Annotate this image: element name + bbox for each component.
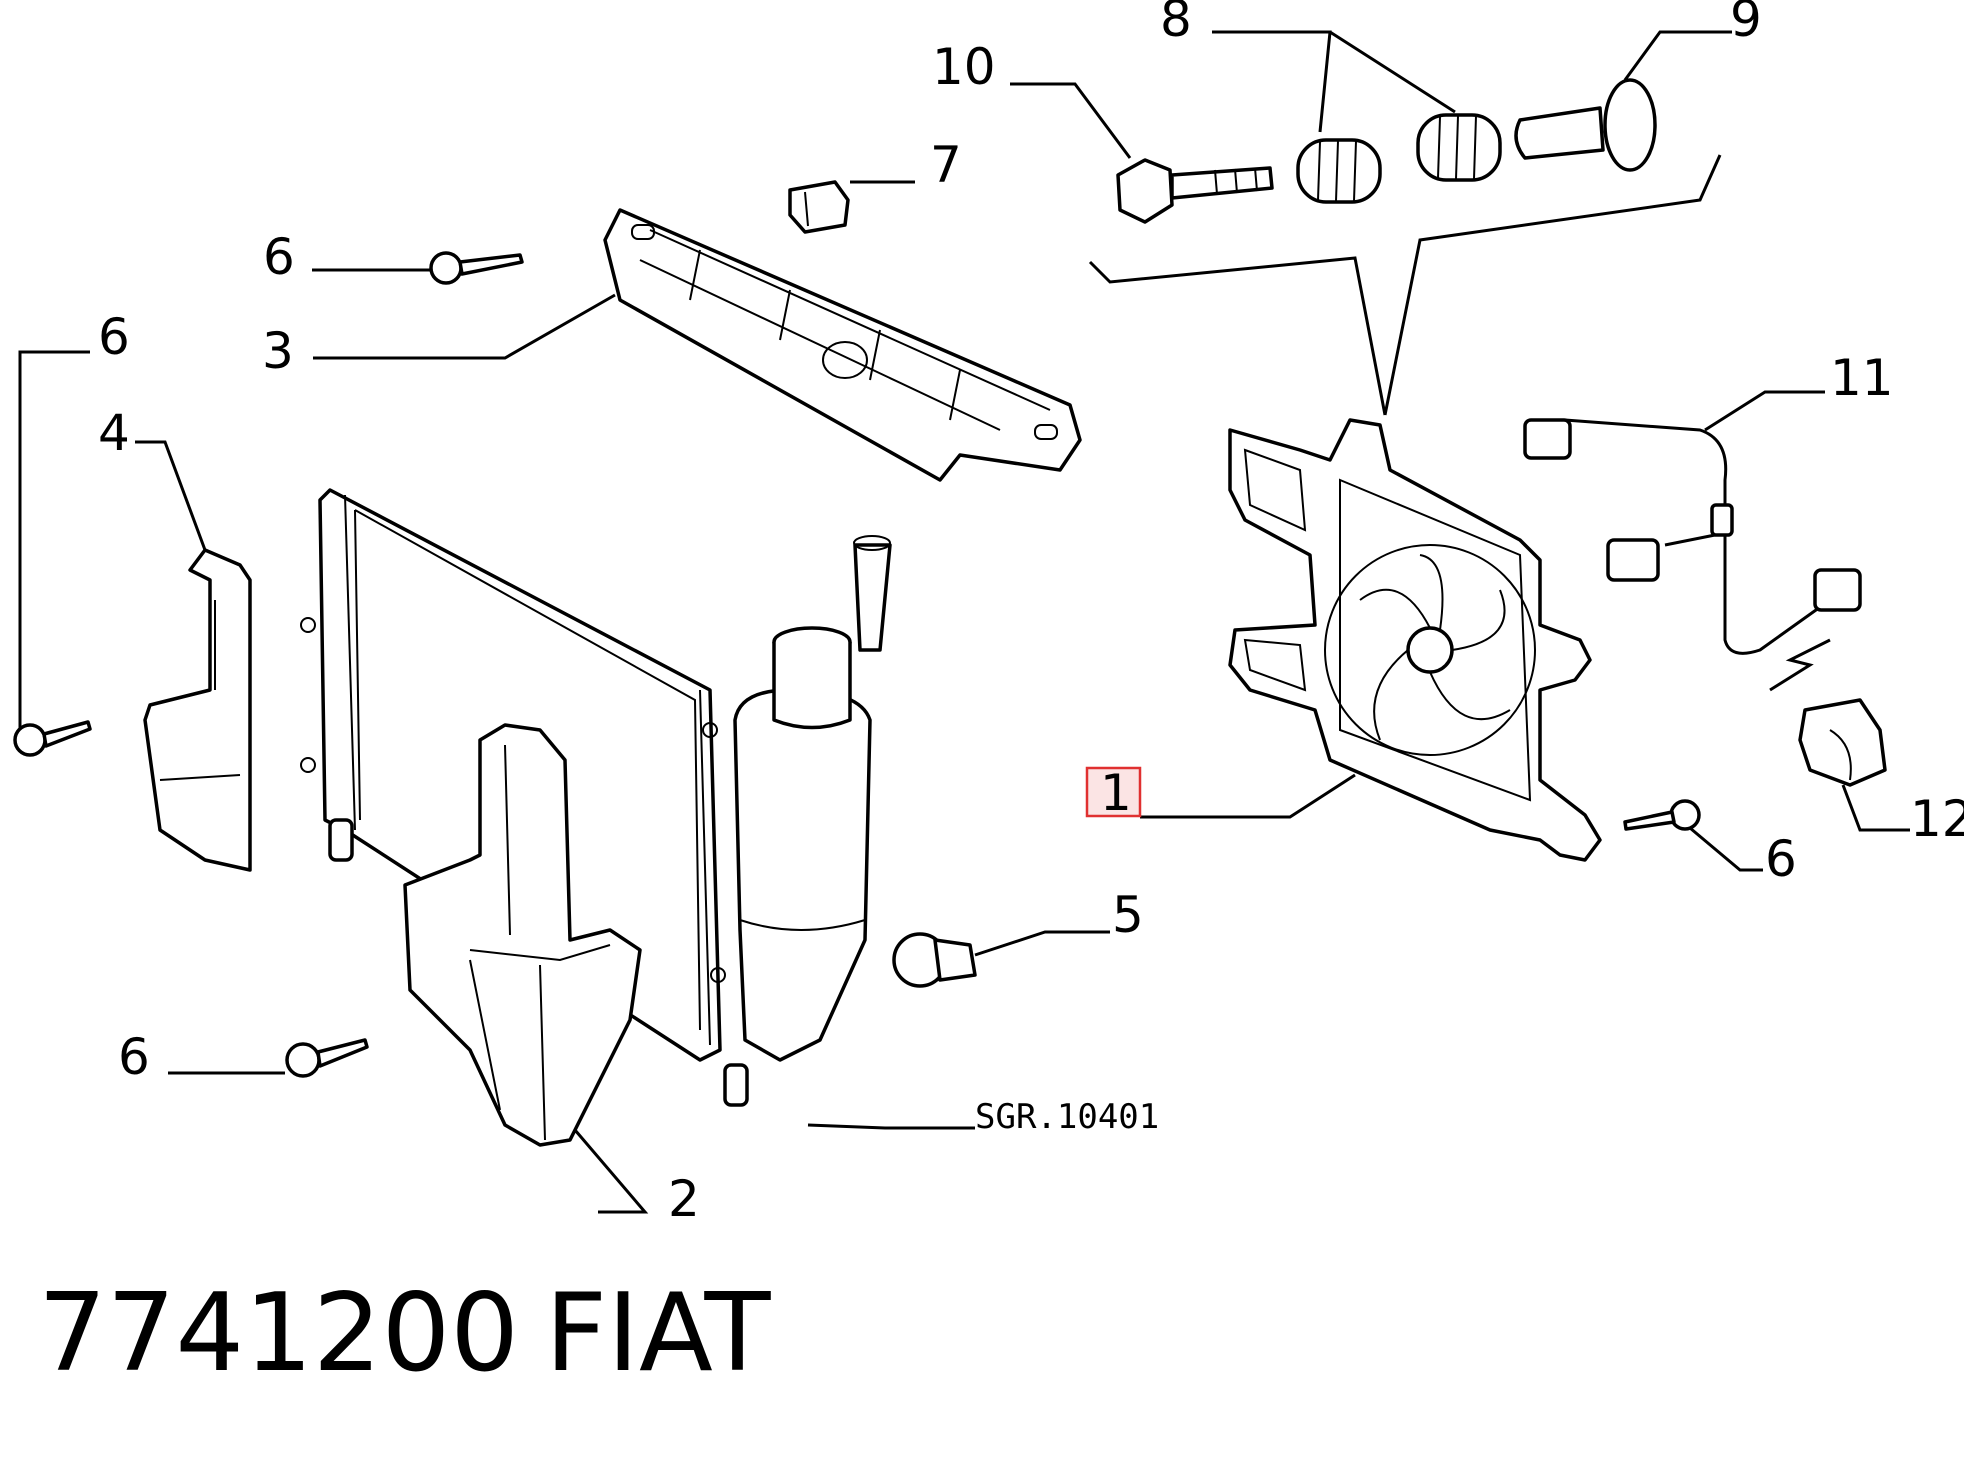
pin-part [1514,78,1657,172]
callout-3: 3 [262,322,294,380]
lower-duct-part [403,723,642,1147]
callout-7: 7 [930,136,962,194]
leader-lines [18,30,1910,1214]
screw-part [285,1038,369,1078]
callout-6-bottom: 6 [118,1028,150,1086]
wiring-harness-part [1523,418,1862,655]
screw-part [1623,799,1701,831]
callout-8: 8 [1160,0,1192,48]
callout-1: 1 [1100,764,1132,822]
clamp-part [1769,638,1887,787]
drawing-reference-code: SGR.10401 [975,1097,1159,1137]
screw-part [429,251,524,285]
bolt-part [1116,158,1274,224]
callout-9: 9 [1730,0,1762,48]
grommet-part [1416,113,1502,182]
callout-2: 2 [668,1170,700,1228]
side-deflector-part [143,548,252,872]
callout-11: 11 [1830,349,1894,407]
nut-part [892,932,977,988]
callout-6-top: 6 [263,228,295,286]
part-number: 7741200 [38,1271,519,1396]
clip-part [788,180,850,234]
callout-6-left: 6 [98,308,130,366]
brand-name: FIAT [545,1271,771,1396]
upper-bracket-part [603,208,1082,482]
callout-12: 12 [1910,790,1964,848]
expansion-tank-part [733,535,892,1062]
callout-5: 5 [1112,886,1144,944]
callout-10: 10 [932,38,996,96]
screw-part [13,720,92,757]
grommet-part [1296,138,1382,204]
fan-assembly-part [1228,418,1602,862]
callout-6-right: 6 [1765,830,1797,888]
highlight-box [1085,766,1142,818]
callout-4: 4 [98,404,130,462]
